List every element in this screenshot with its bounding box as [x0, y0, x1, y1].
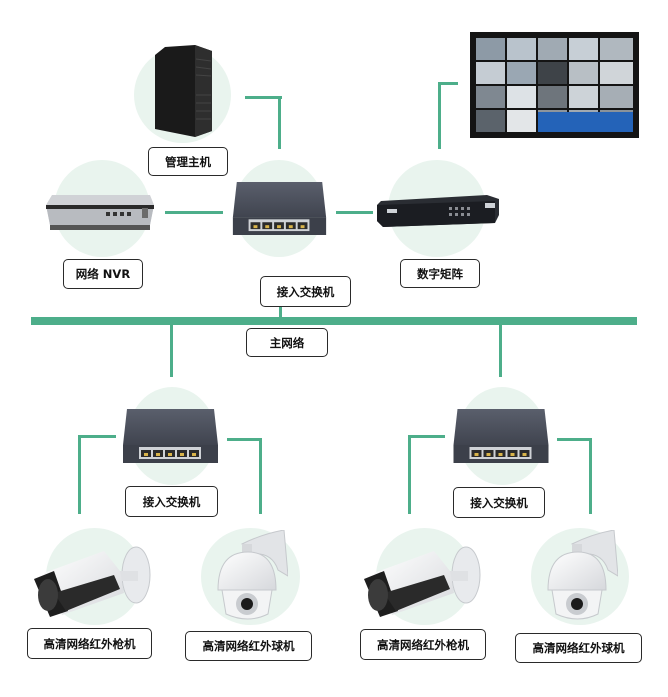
bullet-camera-icon — [364, 545, 482, 617]
access-switch-label: 接入交换机 — [453, 487, 545, 518]
access-switch-label: 接入交换机 — [125, 486, 218, 517]
dome-camera-label: 高清网络红外球机 — [185, 631, 312, 661]
main-network-bus — [31, 317, 637, 325]
bus-drop-left — [170, 325, 173, 377]
network-switch-icon — [123, 409, 218, 463]
server-tower-icon — [155, 45, 212, 137]
core-switch-uplink — [279, 306, 282, 318]
bullet-camera-label: 高清网络红外枪机 — [27, 628, 152, 659]
matrix-link — [336, 211, 373, 214]
bullet-link-h — [408, 435, 445, 438]
server-link-v — [278, 96, 281, 149]
main-network-label: 主网络 — [246, 328, 328, 357]
bus-drop-right — [499, 325, 502, 377]
video-matrix-icon — [377, 195, 499, 227]
monitor-link-h — [438, 82, 458, 85]
network-switch-icon — [453, 409, 549, 463]
dome-link-h — [227, 438, 262, 441]
server-link-h — [245, 96, 282, 99]
monitor-wall-icon — [470, 32, 639, 138]
monitor-link-v — [438, 82, 441, 149]
dome-camera-icon — [542, 530, 618, 622]
bullet-camera-icon — [34, 545, 152, 617]
dome-camera-label: 高清网络红外球机 — [515, 633, 642, 663]
dome-link-v — [259, 438, 262, 514]
nvr-link — [165, 211, 223, 214]
core-switch-label: 接入交换机 — [260, 276, 351, 307]
bullet-link-h — [78, 435, 116, 438]
nvr-icon — [46, 195, 154, 230]
bullet-link-v — [408, 435, 411, 514]
nvr-label: 网络 NVR — [63, 259, 143, 289]
dome-camera-icon — [212, 530, 288, 622]
network-switch-icon — [232, 182, 327, 235]
dome-link-h — [557, 438, 592, 441]
matrix-label: 数字矩阵 — [400, 259, 480, 288]
dome-link-v — [589, 438, 592, 514]
bullet-camera-label: 高清网络红外枪机 — [360, 629, 486, 660]
bullet-link-v — [78, 435, 81, 514]
server-label: 管理主机 — [148, 147, 228, 176]
